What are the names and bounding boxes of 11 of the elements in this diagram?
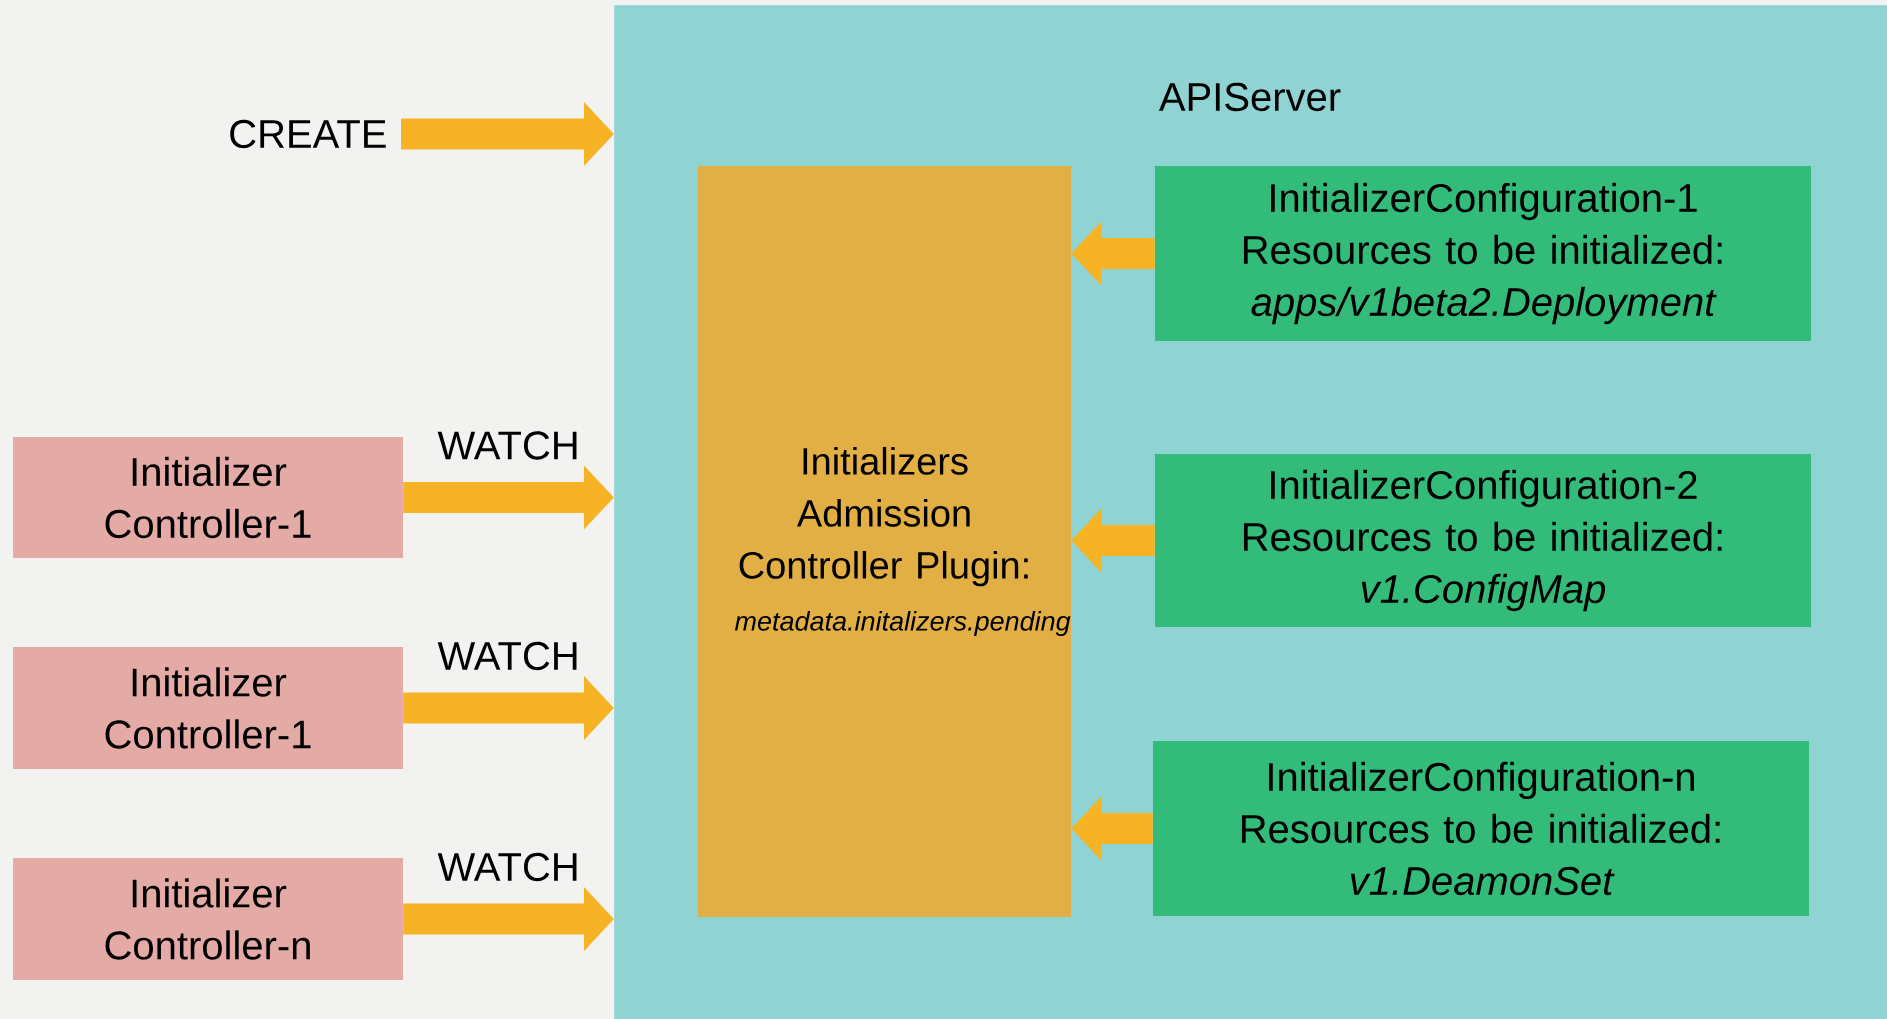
edge-label: WATCH: [437, 431, 577, 460]
config-box: InitializerConfiguration-n Resources to be initialized: v1.DeamonSet: [1153, 741, 1809, 916]
controller-box: Initializer Controller-1: [13, 437, 403, 558]
plugin-box: Initializers Admission Controller Plugin: metadata.initalizers.pending: [698, 166, 1071, 917]
edge-label: WATCH: [437, 641, 577, 671]
controller-box: Initializer Controller-1: [13, 647, 403, 769]
edge-label: WATCH: [437, 852, 577, 882]
config-box: InitializerConfiguration-1 Resources to be initialized: apps/v1beta2.Deployment: [1155, 166, 1811, 341]
config-box: InitializerConfiguration-2 Resources to be initialized: v1.ConfigMap: [1155, 454, 1811, 627]
controller-box: Initializer Controller-n: [13, 858, 403, 980]
edge-label: CREATE: [230, 119, 386, 149]
